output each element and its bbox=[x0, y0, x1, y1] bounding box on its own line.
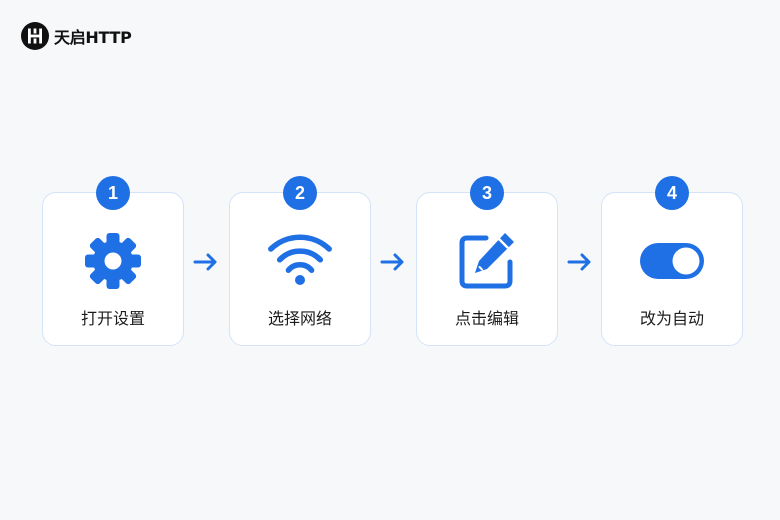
tianqi-logo-icon bbox=[21, 22, 49, 50]
step-label: 改为自动 bbox=[639, 309, 704, 328]
step-number-badge: 3 bbox=[470, 176, 504, 210]
arrow-right-icon bbox=[567, 253, 591, 271]
step-number-badge: 2 bbox=[283, 176, 317, 210]
step-card-4: 4 改为自动 bbox=[601, 176, 743, 346]
brand-name: 天启HTTP bbox=[54, 28, 132, 47]
arrow-right-icon bbox=[193, 253, 217, 271]
toggle-icon bbox=[640, 243, 704, 279]
gear-icon bbox=[85, 233, 141, 289]
step-label: 选择网络 bbox=[267, 309, 332, 328]
step-card-2: 2 选择网络 bbox=[229, 176, 371, 346]
arrow-right-icon bbox=[380, 253, 404, 271]
step-number-badge: 4 bbox=[655, 176, 689, 210]
brand: 天启HTTP bbox=[21, 22, 132, 50]
wifi-icon bbox=[268, 234, 332, 285]
step-card-3: 3 点击编辑 bbox=[416, 176, 558, 346]
step-number-badge: 1 bbox=[96, 176, 130, 210]
step-label: 点击编辑 bbox=[454, 309, 519, 328]
step-card-1: 1 打开设置 bbox=[42, 176, 184, 346]
step-label: 打开设置 bbox=[80, 309, 145, 328]
edit-icon bbox=[459, 233, 514, 289]
